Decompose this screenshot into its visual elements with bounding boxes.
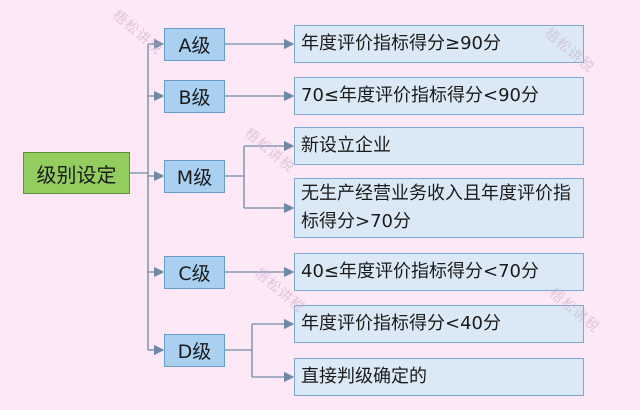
criteria-a: 年度评价指标得分≥90分 [294, 25, 584, 63]
criteria-c: 40≤年度评价指标得分<70分 [294, 253, 584, 291]
level-a-node: A级 [164, 28, 225, 61]
level-d-node: D级 [164, 334, 225, 367]
criteria-m-1: 新设立企业 [294, 127, 584, 165]
level-b-node: B级 [164, 80, 225, 113]
criteria-d-2: 直接判级确定的 [294, 358, 584, 396]
criteria-d-1: 年度评价指标得分<40分 [294, 305, 584, 343]
level-c-node: C级 [164, 256, 225, 289]
criteria-b: 70≤年度评价指标得分<90分 [294, 77, 584, 115]
root-node: 级别设定 [23, 152, 130, 194]
level-m-node: M级 [164, 160, 225, 193]
criteria-m-2: 无生产经营业务收入且年度评价指标得分>70分 [294, 178, 584, 238]
